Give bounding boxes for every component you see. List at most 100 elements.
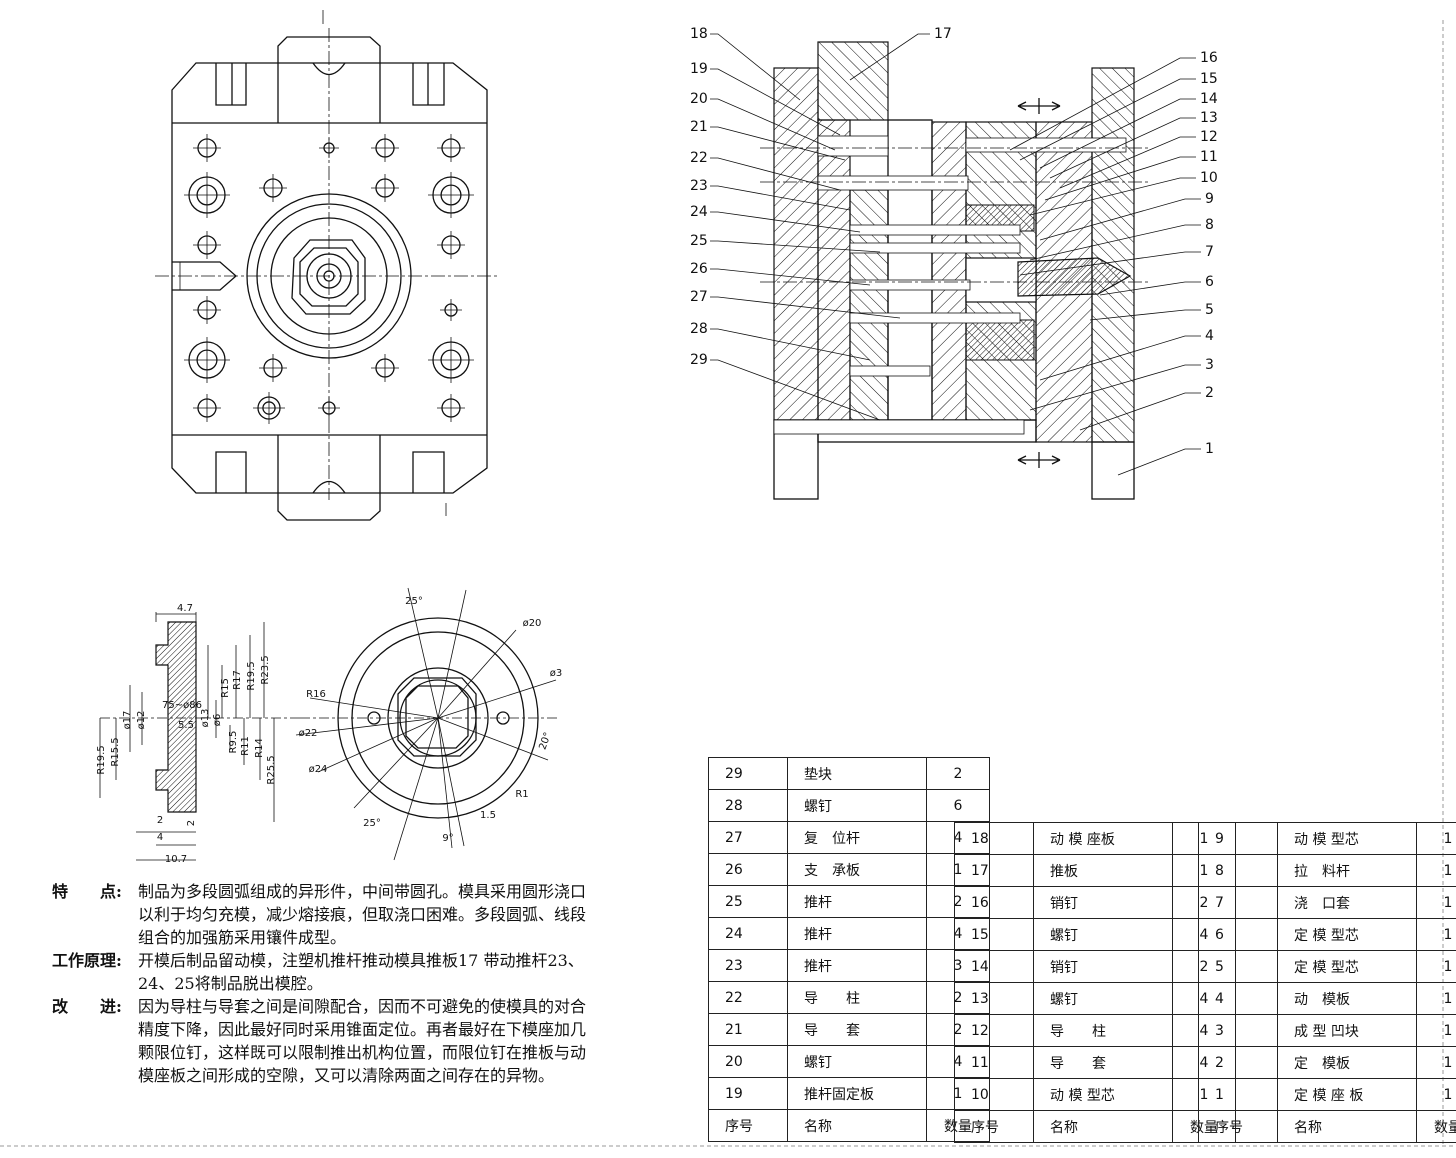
callout-leader-1 [1117, 448, 1201, 476]
features-heading: 特 点: [52, 882, 122, 901]
hole-centerline [437, 394, 465, 422]
callout-19: 19 [690, 61, 708, 77]
bom-qty: 1 [1416, 982, 1456, 1015]
dim-a25top: 25° [405, 596, 423, 607]
hole-centerline [371, 354, 399, 382]
bom-name: 螺钉 [787, 789, 927, 822]
hole-centerline [184, 172, 230, 218]
bom-header-no: 序号 [1198, 1110, 1278, 1143]
dim-d24: ø24 [309, 764, 328, 775]
hole-centerline [253, 392, 285, 424]
design-notes: 特 点: 制品为多段圆弧组成的异形件，中间带圆孔。模具采用圆形浇口以利于均匀充模… [52, 880, 592, 1087]
bom-name: 推杆 [787, 917, 927, 950]
callout-leader-21 [710, 126, 846, 161]
bom-no: 10 [954, 1078, 1034, 1111]
callout-4: 4 [1205, 328, 1214, 344]
hole-centerline [371, 134, 399, 162]
bom-header-no: 序号 [954, 1110, 1034, 1143]
bom-no: 3 [1198, 1014, 1278, 1047]
callout-leader-17 [849, 33, 930, 81]
callout-17: 17 [934, 26, 952, 42]
bom-no: 7 [1198, 886, 1278, 919]
bom-name: 导 套 [787, 1013, 927, 1046]
dim-t55: 5.5 [178, 720, 194, 731]
bom-no: 8 [1198, 854, 1278, 887]
callout-29: 29 [690, 352, 708, 368]
callout-22: 22 [690, 150, 708, 166]
callout-18: 18 [690, 26, 708, 42]
mold-section-view: 1615141312111098765432118192021222324252… [690, 26, 1218, 500]
bom-name: 定 模 座 板 [1277, 1078, 1417, 1111]
callout-leader-9 [1039, 198, 1201, 241]
bom-header-name: 名称 [787, 1109, 927, 1142]
callout-leader-5 [1089, 309, 1201, 321]
bom-no: 19 [708, 1077, 788, 1110]
bom-no: 17 [954, 854, 1034, 887]
callout-20: 20 [690, 91, 708, 107]
dim-r95: R9.5 [228, 731, 239, 754]
callout-10: 10 [1200, 170, 1218, 186]
dim-a20: 20° [537, 731, 553, 751]
callout-leader-19 [710, 68, 841, 136]
callout-12: 12 [1200, 129, 1218, 145]
callout-leader-25 [710, 240, 881, 253]
callout-1: 1 [1205, 441, 1214, 457]
bom-no: 25 [708, 885, 788, 918]
hole-centerline [437, 134, 465, 162]
bom-qty: 1 [1416, 854, 1456, 887]
callout-leader-12 [1059, 136, 1196, 189]
callout-leader-27 [710, 296, 901, 319]
bom-no: 4 [1198, 982, 1278, 1015]
bom-name: 定 模 型芯 [1277, 950, 1417, 983]
dim-r17: R17 [232, 670, 243, 690]
bom-name: 螺钉 [1033, 982, 1173, 1015]
hole-centerline [371, 174, 399, 202]
bom-no: 20 [708, 1045, 788, 1078]
callout-leader-8 [1029, 224, 1201, 261]
bom-no: 21 [708, 1013, 788, 1046]
callout-15: 15 [1200, 71, 1218, 87]
dim-w107: 10.7 [165, 854, 187, 865]
principle-heading: 工作原理: [52, 951, 122, 970]
bom-name: 销钉 [1033, 886, 1173, 919]
bom-name: 推杆 [787, 885, 927, 918]
bom-no: 16 [954, 886, 1034, 919]
callout-leader-29 [710, 359, 881, 421]
dim-r255: R25.5 [266, 755, 277, 784]
dim-d20: ø20 [523, 618, 542, 629]
bom-header-row: 序号名称数量 [954, 1110, 1236, 1143]
bom-qty: 1 [1416, 1014, 1456, 1047]
bom-name: 垫块 [787, 757, 927, 790]
callout-leader-3 [1029, 364, 1201, 411]
bom-name: 动 模 型芯 [1033, 1078, 1173, 1111]
bom-qty: 6 [926, 789, 990, 822]
callout-13: 13 [1200, 110, 1218, 126]
callout-leader-13 [1049, 117, 1196, 179]
bom-no: 23 [708, 949, 788, 982]
principle-note: 工作原理: 开模后制品留动模，注塑机推杆推动模具推板17 带动推杆23、24、2… [52, 949, 592, 995]
bom-no: 15 [954, 918, 1034, 951]
callout-3: 3 [1205, 357, 1214, 373]
callout-leader-6 [1099, 281, 1201, 296]
callout-25: 25 [690, 233, 708, 249]
bom-name: 销钉 [1033, 950, 1173, 983]
dim-lr195: R19.5 [96, 745, 107, 774]
callout-leader-2 [1079, 392, 1201, 431]
bom-name: 推板 [1033, 854, 1173, 887]
dim-d6: ø6 [212, 714, 223, 726]
